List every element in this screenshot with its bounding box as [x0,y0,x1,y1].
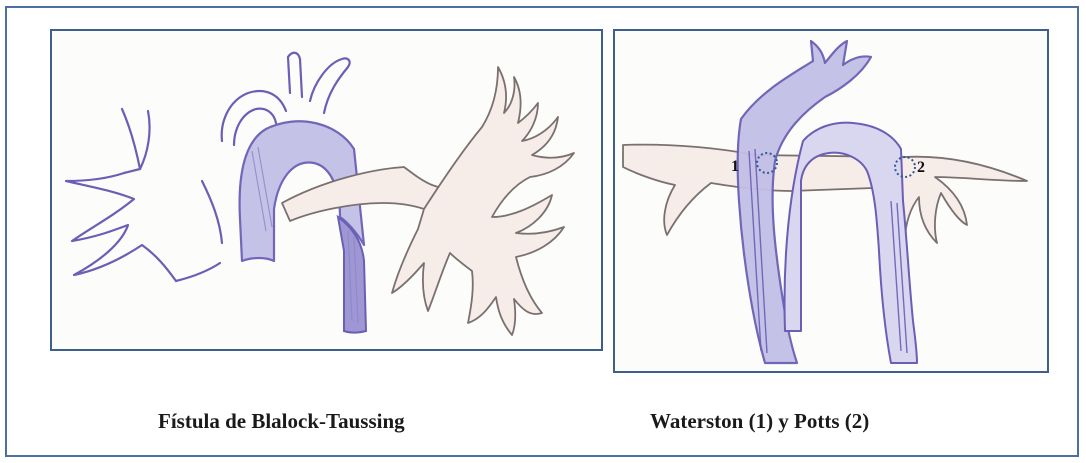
waterston-potts-sketch: 1 2 [615,31,1047,371]
marker-label-1: 1 [731,158,739,175]
left-branch-tree [66,53,350,281]
caption-waterston-potts: Waterston (1) y Potts (2) [650,409,869,434]
caption-blalock-taussig: Fístula de Blalock-Taussing [158,409,405,434]
blalock-taussig-sketch [52,31,601,349]
blalock-taussig-drawing [50,29,603,351]
pulmonary-arteries [623,145,1027,243]
waterston-potts-drawing: 1 2 [613,29,1049,373]
marker-label-2: 2 [917,159,925,176]
